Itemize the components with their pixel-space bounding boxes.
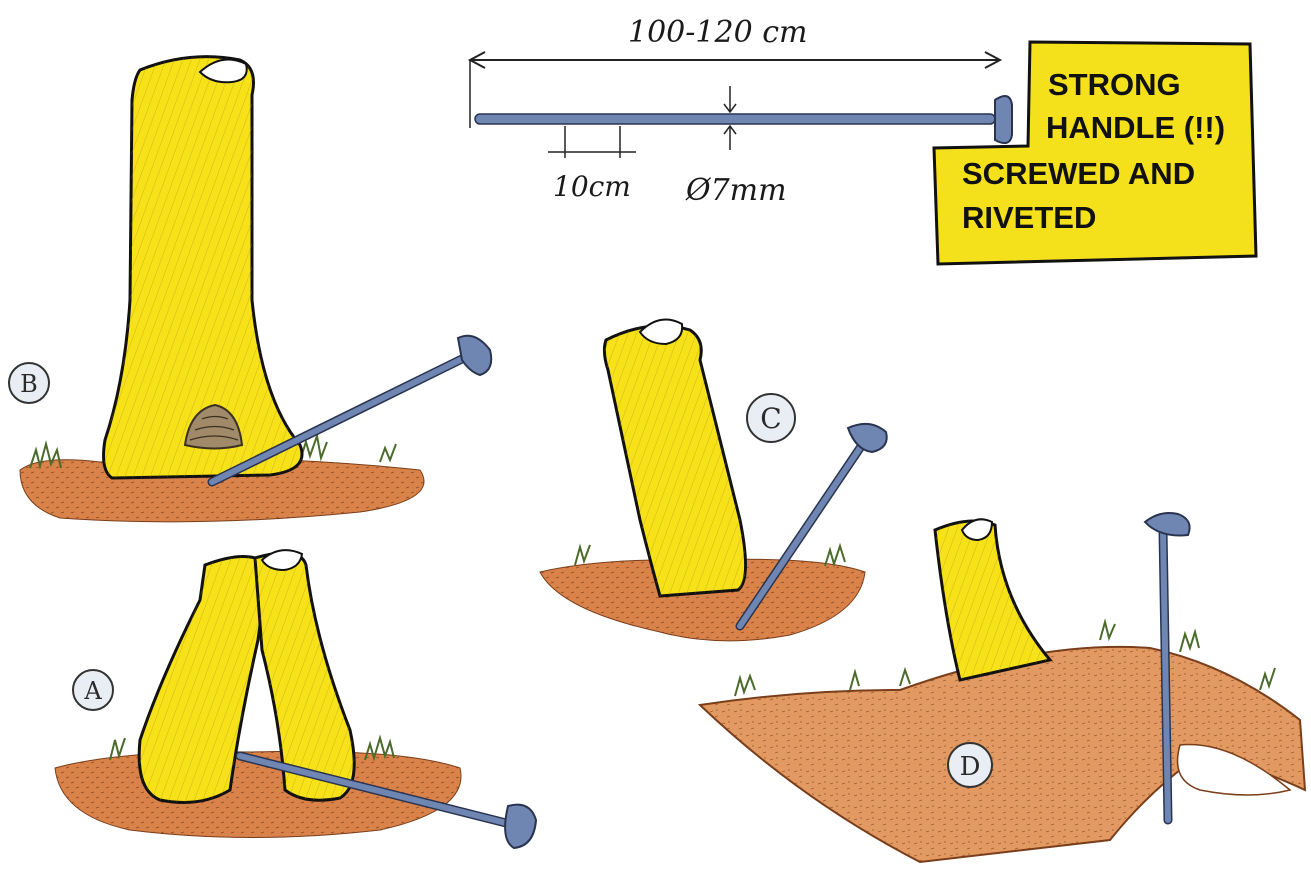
segment-length-label: 10cm (553, 170, 631, 203)
note-line-2: HANDLE (!!) (1046, 110, 1225, 145)
rod-dimension-drawing (467, 51, 1013, 158)
panel-d-label: D (960, 752, 981, 782)
total-length-label: 100-120 cm (628, 15, 807, 50)
panel-b-illustration (19, 55, 493, 523)
note-line-1: STRONG (1048, 67, 1181, 102)
panel-d-badge (947, 742, 993, 788)
handle-note-box (932, 40, 1258, 266)
panel-a-label: A (83, 677, 102, 705)
panel-d-illustration (697, 512, 1307, 864)
diameter-label: Ø7mm (685, 173, 787, 208)
panel-a-illustration (54, 549, 538, 850)
panel-a-badge (72, 669, 114, 711)
panel-b-label: B (20, 370, 38, 398)
panel-c-illustration (539, 318, 888, 642)
panel-b-badge (8, 362, 50, 404)
note-line-3: SCREWED AND (962, 156, 1195, 191)
note-line-4: RIVETED (962, 200, 1096, 235)
panel-c-badge (746, 393, 796, 443)
panel-c-label: C (760, 402, 781, 435)
